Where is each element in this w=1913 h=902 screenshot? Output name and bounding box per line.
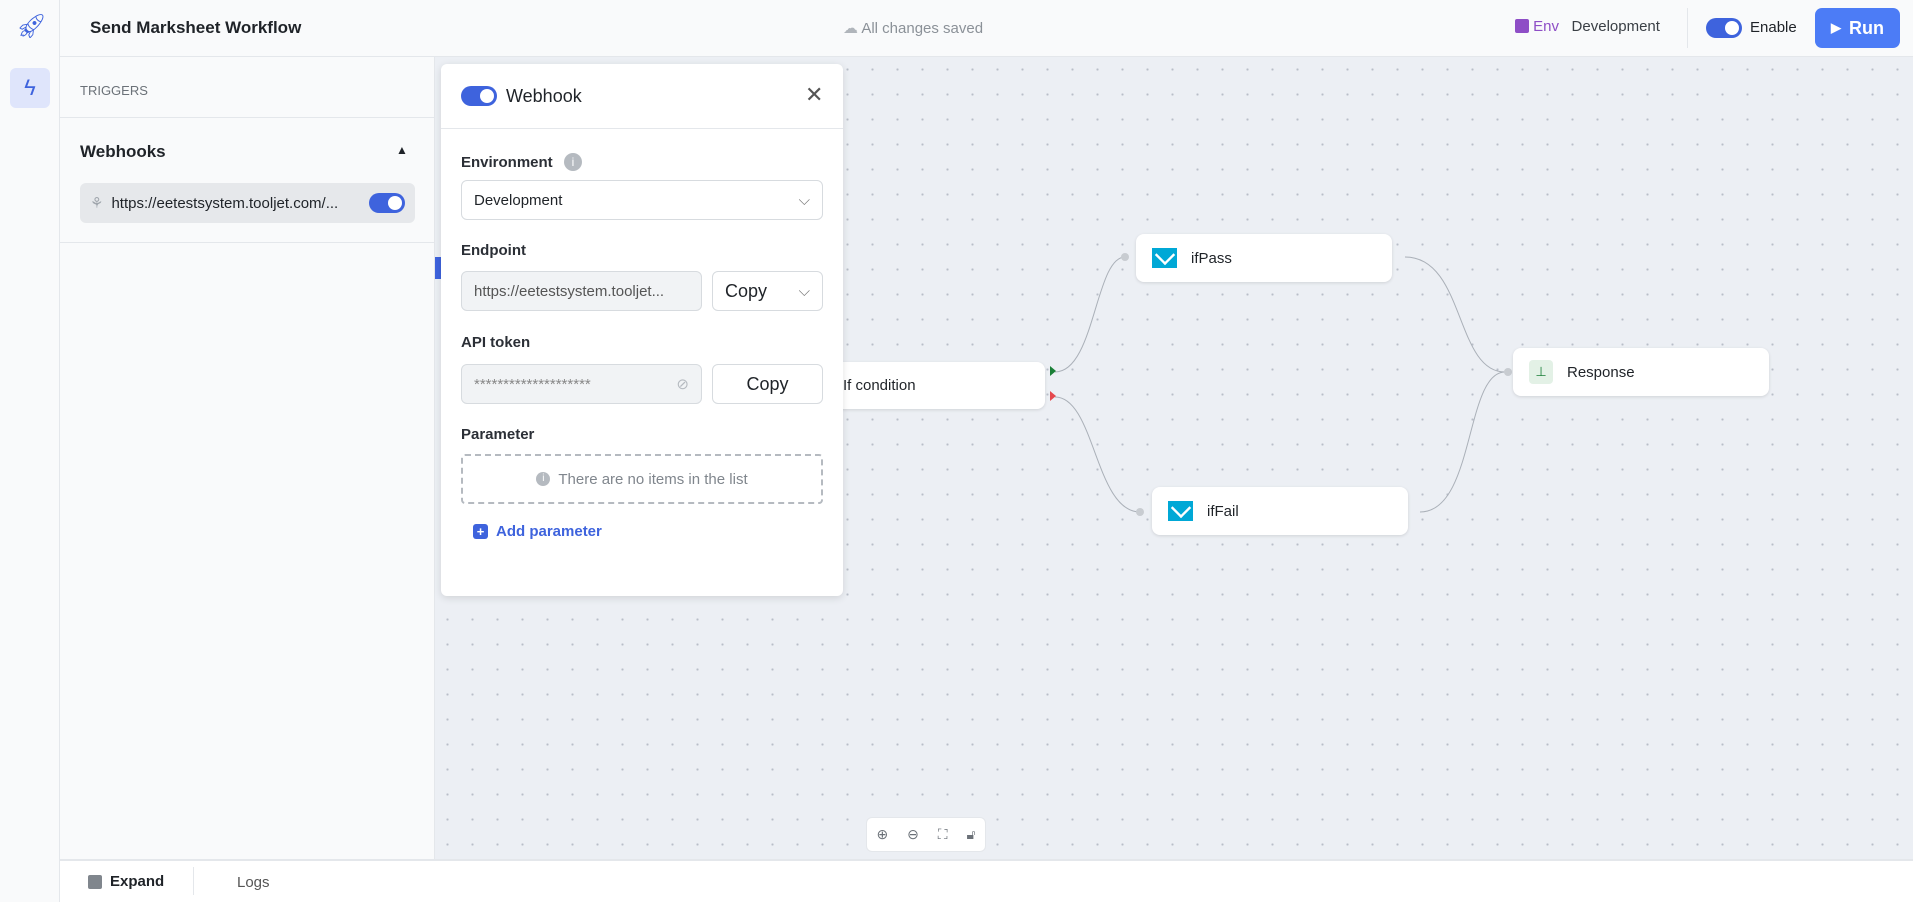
close-icon[interactable]: ✕ <box>805 82 824 107</box>
panel-title: Webhook <box>506 86 582 106</box>
empty-text: There are no items in the list <box>558 470 748 488</box>
env-icon <box>1515 19 1529 33</box>
info-icon: i <box>536 472 551 486</box>
add-parameter-label: Add parameter <box>496 523 602 540</box>
top-bar: Send Marksheet Workflow ☁ All changes sa… <box>0 0 1913 57</box>
webhooks-group-title[interactable]: Webhooks <box>80 142 166 161</box>
eye-off-icon[interactable]: ⊘ <box>676 376 689 393</box>
chevron-down-icon: ⌵ <box>798 282 810 300</box>
ifpass-node[interactable]: ifPass <box>1136 234 1392 282</box>
section-title: TRIGGERS <box>80 83 148 98</box>
edge-fail-response <box>1419 371 1506 513</box>
environment-value: Development <box>474 191 563 209</box>
environment-label: Environment <box>461 154 553 171</box>
copy-label: Copy <box>725 280 768 301</box>
left-rail: 🚀︎ ϟ <box>0 0 60 902</box>
expand-label: Expand <box>110 873 165 890</box>
run-label: Run <box>1849 17 1884 38</box>
webhook-icon: ⚘ <box>90 195 104 212</box>
fit-view-icon[interactable]: ⛶ <box>937 826 948 842</box>
node-label: ifFail <box>1207 502 1239 520</box>
node-label: Response <box>1567 363 1635 381</box>
expand-button[interactable]: Expand <box>88 873 164 890</box>
add-parameter-button[interactable]: + Add parameter <box>473 523 602 540</box>
response-icon: ⊥ <box>1529 360 1553 384</box>
plus-icon: + <box>473 524 488 539</box>
divider <box>1687 8 1688 48</box>
play-icon: ▶ <box>1831 20 1841 35</box>
toggle-switch[interactable] <box>1706 18 1742 38</box>
edge-fail <box>1054 396 1141 513</box>
trigger-node-edge <box>435 257 441 279</box>
rocket-logo-icon: 🚀︎ <box>16 13 47 40</box>
run-button[interactable]: ▶ Run <box>1815 8 1900 48</box>
api-token-field[interactable]: ******************** ⊘ <box>461 364 702 404</box>
zoom-in-icon[interactable]: ⊕ <box>876 826 889 842</box>
triggers-sidebar: TRIGGERS Webhooks ▲ ⚘ https://eetestsyst… <box>60 57 435 859</box>
cloud-icon: ☁ <box>843 20 858 37</box>
save-status-text: All changes saved <box>861 20 984 37</box>
iffail-node[interactable]: ifFail <box>1152 487 1408 535</box>
mail-icon <box>1152 248 1177 268</box>
response-node[interactable]: ⊥ Response <box>1513 348 1769 396</box>
webhook-url: https://eetestsystem.tooljet.com/... <box>111 194 339 212</box>
env-label: Env <box>1533 18 1560 35</box>
info-icon: i <box>564 153 582 171</box>
edge-pass-response <box>1404 256 1506 373</box>
node-label: If condition <box>843 377 916 394</box>
node-label: ifPass <box>1191 249 1232 267</box>
webhook-panel: Webhook ✕ Environment i Development ⌵ End… <box>441 64 843 596</box>
mail-icon <box>1168 501 1193 521</box>
triggers-bolt-icon[interactable]: ϟ <box>10 68 50 108</box>
workflow-title: Send Marksheet Workflow <box>90 18 302 37</box>
if-condition-node[interactable]: If condition <box>835 362 1045 409</box>
bottom-bar: Expand Logs <box>60 859 1913 902</box>
edges <box>1050 253 1512 516</box>
token-copy-button[interactable]: Copy <box>712 364 823 404</box>
parameter-label: Parameter <box>461 426 535 443</box>
token-value: ******************** <box>474 375 591 393</box>
parameter-empty-list: i There are no items in the list <box>461 454 823 504</box>
fail-handle <box>1050 391 1056 401</box>
webhook-item[interactable]: ⚘ https://eetestsystem.tooljet.com/... <box>80 183 415 223</box>
env-selector[interactable]: Env Development <box>1515 18 1660 35</box>
save-status: ☁ All changes saved <box>843 19 983 37</box>
environment-select[interactable]: Development ⌵ <box>461 180 823 220</box>
expand-icon <box>88 874 102 889</box>
edge-pass <box>1054 256 1126 373</box>
pass-handle <box>1050 366 1056 376</box>
chevron-down-icon: ⌵ <box>798 191 810 209</box>
logs-tab[interactable]: Logs <box>237 874 270 891</box>
endpoint-label: Endpoint <box>461 242 526 259</box>
endpoint-field[interactable]: https://eetestsystem.tooljet... <box>461 271 702 311</box>
lock-icon[interactable]: 🔓︎ <box>966 826 976 842</box>
zoom-out-icon[interactable]: ⊖ <box>907 826 919 842</box>
endpoint-copy-dropdown[interactable]: Copy ⌵ <box>712 271 823 311</box>
webhook-enable-toggle[interactable] <box>461 86 497 106</box>
enable-label: Enable <box>1750 19 1797 36</box>
zoom-controls: ⊕ ⊖ ⛶ 🔓︎ <box>866 817 986 852</box>
enable-toggle[interactable] <box>1706 18 1742 43</box>
api-token-label: API token <box>461 334 531 351</box>
collapse-caret-icon[interactable]: ▲ <box>396 143 408 157</box>
webhook-toggle[interactable] <box>369 193 405 213</box>
env-value: Development <box>1571 18 1660 35</box>
